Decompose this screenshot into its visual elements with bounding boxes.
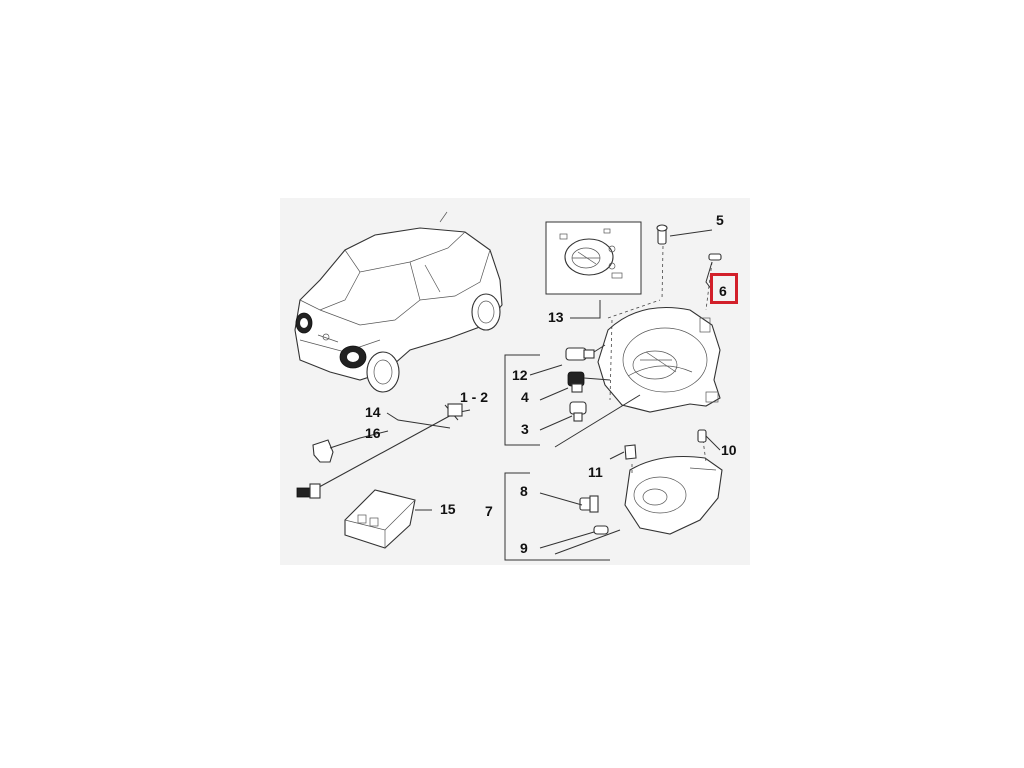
bulb-kit-part-15 [344,489,416,549]
callout-6-highlight-box [710,273,738,304]
fog-lamp-assembly [624,439,723,535]
bulb-part-12 [565,347,595,361]
bracket-group-1-2 [504,354,540,446]
bracket-group-7 [504,472,610,561]
callout-9: 9 [520,540,528,556]
clip-part-11 [624,444,637,460]
callout-1-2: 1 - 2 [460,389,488,405]
car-illustration [294,211,503,393]
headlamp-assembly [597,299,721,413]
callout-13: 13 [548,309,564,325]
bracket-part-16 [312,439,334,463]
bulb-part-9 [593,525,609,535]
socket-part-4 [567,371,585,393]
screw-part-5 [656,224,668,301]
callout-4: 4 [521,389,529,405]
callout-16: 16 [365,425,381,441]
inset-box-13 [545,221,642,295]
callout-11: 11 [588,464,603,480]
bulb-part-3 [569,401,587,422]
wiring-harness-part-14 [296,403,471,499]
callout-8: 8 [520,483,528,499]
callout-5: 5 [716,212,724,228]
callout-15: 15 [440,501,456,517]
screw-part-10 [697,429,707,443]
callout-14: 14 [365,404,381,420]
callout-12: 12 [512,367,528,383]
callout-6[interactable]: 6 [719,283,727,299]
callout-7: 7 [485,503,493,519]
bulb-part-8 [579,495,599,513]
callout-3: 3 [521,421,529,437]
callout-10: 10 [721,442,737,458]
